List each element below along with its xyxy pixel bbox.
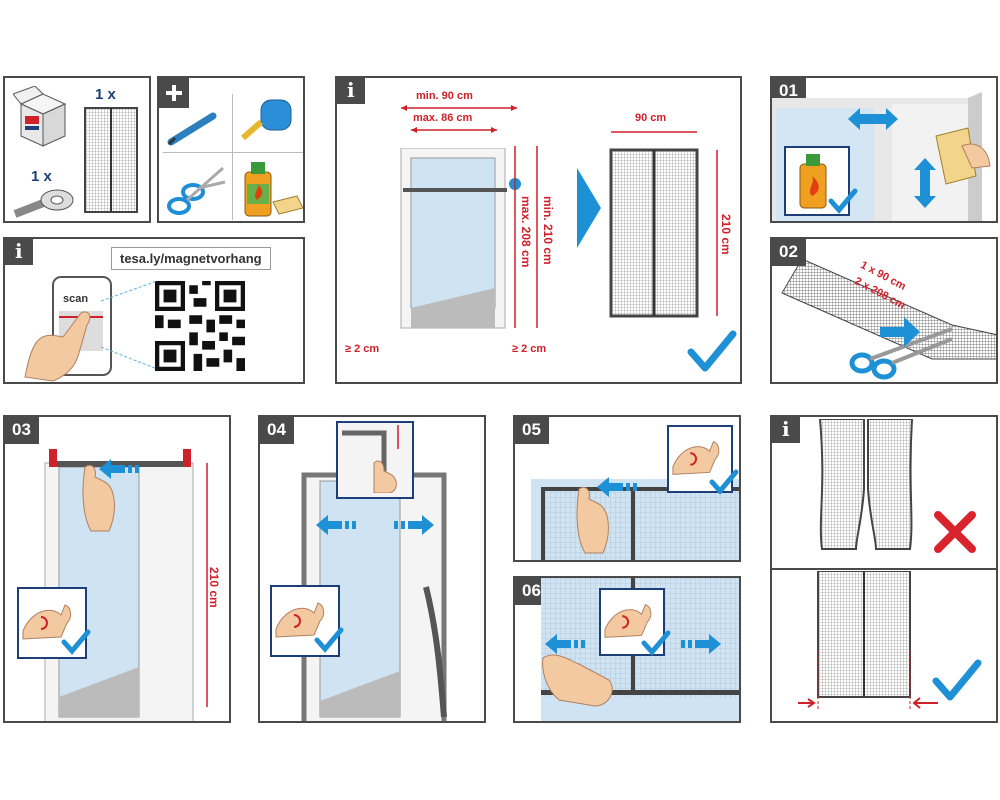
curtain-width-label: 90 cm xyxy=(635,112,667,124)
flexed-arm-icon xyxy=(604,603,652,638)
curtain-height-dim xyxy=(716,150,718,316)
tape-quantity: 1 x xyxy=(31,168,52,185)
scissors-icon xyxy=(167,166,226,215)
arrow-left-icon xyxy=(545,634,585,654)
pressing-hand-icon xyxy=(576,486,609,554)
qr-info-panel: i tesa.ly/magnetvorhang scan xyxy=(3,237,305,384)
scan-beam xyxy=(101,281,158,370)
checkmark-icon xyxy=(641,630,671,656)
box-icon xyxy=(13,86,67,147)
curtain-width-dim xyxy=(611,131,697,133)
flexed-arm-icon xyxy=(672,440,720,475)
pressing-hand-icon xyxy=(82,464,115,532)
checkmark-icon xyxy=(314,627,344,653)
step-05-panel: 05 xyxy=(513,415,741,562)
step-03-panel: 03 210 cm xyxy=(3,415,231,723)
door-min-height-label: min. 210 cm xyxy=(541,196,555,265)
step-06-panel: 06 xyxy=(513,576,741,723)
arrow-right-icon xyxy=(880,317,920,347)
arrow-right-icon xyxy=(681,634,721,654)
cleaner-bottle-icon xyxy=(799,154,827,209)
arrow-left-icon xyxy=(99,459,139,479)
door-max-width-label: max. 86 cm xyxy=(413,112,473,124)
flexed-arm-icon xyxy=(22,604,72,640)
checkmark-icon xyxy=(709,469,739,495)
tools-grid-divider-h xyxy=(163,152,303,153)
info-tag: i xyxy=(337,78,365,104)
door-max-width-dim xyxy=(411,127,497,133)
curtain-illustration xyxy=(609,148,699,318)
gap-left-label: ≥ 2 cm xyxy=(345,343,380,355)
box-quantity: 1 x xyxy=(95,86,116,103)
panel-divider xyxy=(772,568,996,570)
arrow-left-red-icon xyxy=(912,697,938,709)
step-04-tag: 04 xyxy=(260,417,294,444)
pressing-hand-icon xyxy=(542,654,613,707)
tools-grid-divider-v xyxy=(232,94,233,220)
double-arrow-horizontal-icon xyxy=(848,108,898,130)
checkmark-icon xyxy=(687,330,737,372)
measurement-info-panel: i min. 90 cm max. 86 cm max. 208 cm min.… xyxy=(335,76,742,384)
arrow-left-icon xyxy=(316,515,356,535)
blue-arrow-icon xyxy=(577,168,601,248)
gap-right-label: ≥ 2 cm xyxy=(512,343,547,355)
checkmark-icon xyxy=(61,629,91,655)
plus-icon xyxy=(159,78,189,108)
step03-height-label: 210 cm xyxy=(207,567,221,608)
door-min-width-dim xyxy=(401,105,517,111)
checkmark-icon xyxy=(828,188,858,214)
final-info-panel: i xyxy=(770,415,998,723)
cleaner-bottle-icon xyxy=(244,162,303,217)
tape-roll-icon xyxy=(13,189,74,218)
arrow-left-icon xyxy=(597,477,637,497)
tools-panel xyxy=(157,76,305,223)
door-max-height-label: max. 208 cm xyxy=(519,196,533,268)
step-02-panel: 02 1 x 90 cm 2 x 208 cm xyxy=(770,237,998,384)
arrow-right-icon xyxy=(394,515,434,535)
step-03-tag: 03 xyxy=(5,417,39,444)
info-tag: i xyxy=(772,417,800,443)
step-05-tag: 05 xyxy=(515,417,549,444)
flexed-arm-icon xyxy=(275,602,325,638)
cleaning-cloth-hand-icon xyxy=(935,127,991,185)
door-frame-illustration xyxy=(400,148,521,329)
door-height-dims xyxy=(514,146,538,328)
curtain-icon xyxy=(84,107,138,213)
pencil-icon xyxy=(167,112,217,146)
product-url-link[interactable]: tesa.ly/magnetvorhang xyxy=(111,247,271,270)
step-01-panel: 01 xyxy=(770,76,998,223)
corner-detail-illustration xyxy=(342,425,399,493)
qr-code-image[interactable] xyxy=(155,281,245,371)
door-min-width-label: min. 90 cm xyxy=(416,90,473,102)
tape-measure-icon xyxy=(241,99,292,141)
double-arrow-vertical-icon xyxy=(914,158,936,208)
scan-label: scan xyxy=(63,293,89,305)
curtain-height-label: 210 cm xyxy=(719,214,733,255)
kit-contents-panel: 1 x 1 x xyxy=(3,76,151,223)
curtain-correct-illustration xyxy=(798,571,918,711)
curtain-incorrect-illustration xyxy=(818,419,914,550)
scissors-icon xyxy=(849,327,953,380)
step-04-panel: 04 xyxy=(258,415,486,723)
info-tag: i xyxy=(5,239,33,265)
checkmark-icon xyxy=(932,659,982,701)
phone-hand-illustration xyxy=(24,276,112,382)
cross-icon xyxy=(934,511,976,553)
